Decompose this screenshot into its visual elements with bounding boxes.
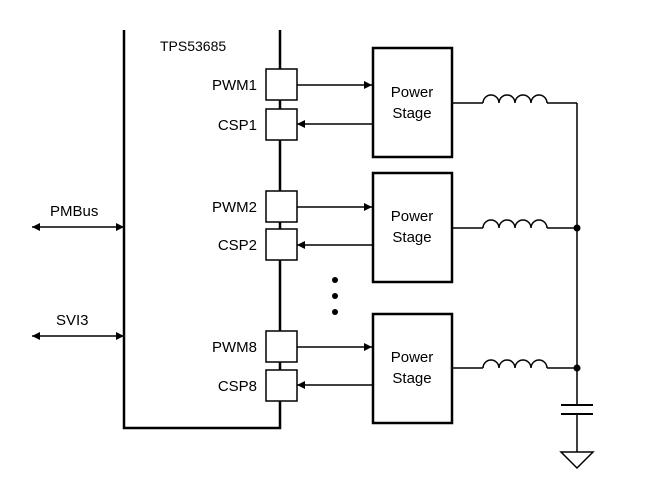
csp-pin — [265, 369, 298, 402]
ellipsis-icon — [332, 277, 338, 315]
pwm-pin — [265, 190, 298, 223]
output-rail — [573, 103, 581, 405]
csp-pin — [265, 108, 298, 141]
power-stage-label-line1: Power — [391, 349, 434, 366]
power-stage-label-line1: Power — [391, 84, 434, 101]
csp-pin-label: CSP2 — [218, 237, 257, 254]
controller-name: TPS53685 — [160, 38, 226, 54]
inductor-icon — [452, 359, 577, 369]
phase-8: PWM8 CSP8 Power Stage — [212, 312, 577, 425]
phase-2: PWM2 CSP2 Power Stage — [212, 171, 577, 284]
pwm-pin-label: PWM2 — [212, 199, 257, 216]
power-stage-label-line2: Stage — [392, 229, 431, 246]
capacitor-icon — [561, 404, 593, 452]
pwm-pin-label: PWM1 — [212, 77, 257, 94]
pmbus-connection: PMBus — [32, 203, 124, 231]
inductor-icon — [452, 94, 577, 104]
junction-dot — [573, 364, 581, 372]
power-stage-label-line2: Stage — [392, 105, 431, 122]
power-stage-label-line1: Power — [391, 208, 434, 225]
power-stage-block — [371, 46, 454, 159]
csp-pin — [265, 228, 298, 261]
pwm-pin-label: PWM8 — [212, 339, 257, 356]
csp-pin-label: CSP8 — [218, 378, 257, 395]
junction-dot — [573, 224, 581, 232]
pwm-pin — [265, 68, 298, 101]
phase-1: PWM1 CSP1 Power Stage — [212, 46, 577, 159]
svi3-connection: SVI3 — [32, 312, 124, 340]
power-stage-block — [371, 171, 454, 284]
power-stage-label-line2: Stage — [392, 370, 431, 387]
power-stage-block — [371, 312, 454, 425]
pmbus-label: PMBus — [50, 203, 98, 220]
inductor-icon — [452, 219, 577, 229]
csp-pin-label: CSP1 — [218, 117, 257, 134]
pwm-pin — [265, 330, 298, 363]
ground-icon — [559, 451, 595, 470]
svi3-label: SVI3 — [56, 312, 89, 329]
